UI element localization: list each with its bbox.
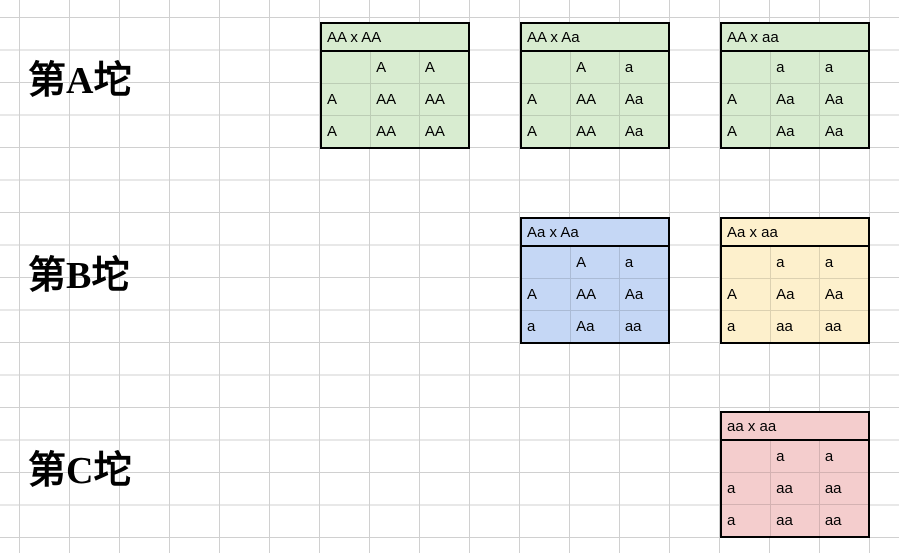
column-header-allele: A — [570, 51, 620, 83]
genotype-cell: Aa — [818, 82, 868, 115]
row-header-allele: A — [722, 114, 771, 147]
row-header-allele: A — [522, 114, 571, 147]
column-header-allele: a — [770, 246, 820, 278]
row-header-allele: a — [722, 309, 771, 342]
column-header-allele: a — [818, 51, 868, 83]
genotype-cell: Aa — [818, 277, 868, 310]
genotype-cell: AA — [570, 82, 620, 115]
punnett-title: aa x aa — [722, 413, 868, 441]
row-header-allele: A — [722, 82, 771, 115]
row-header-allele: A — [522, 277, 571, 310]
genotype-cell: AA — [570, 277, 620, 310]
row-label-2: 第B坨 — [28, 255, 130, 297]
row-header-allele: a — [522, 309, 571, 342]
genotype-cell: Aa — [618, 114, 668, 147]
genotype-cell: aa — [770, 471, 820, 504]
column-header-allele: a — [618, 51, 668, 83]
row-header-allele: a — [722, 503, 771, 536]
genotype-cell: Aa — [570, 309, 620, 342]
genotype-cell: AA — [418, 114, 468, 147]
column-header-allele: A — [418, 51, 468, 83]
genotype-cell: Aa — [618, 277, 668, 310]
row-label-1: 第A坨 — [28, 60, 132, 102]
row-header-allele: A — [522, 82, 571, 115]
punnett-title: AA x Aa — [522, 24, 668, 52]
genotype-cell: AA — [370, 82, 420, 115]
punnett-title: Aa x Aa — [522, 219, 668, 247]
genotype-cell: aa — [770, 309, 820, 342]
row-label-3: 第C坨 — [28, 450, 132, 492]
genotype-cell: AA — [418, 82, 468, 115]
column-header-allele: a — [818, 246, 868, 278]
genotype-cell: Aa — [770, 114, 820, 147]
row-header-allele: A — [322, 114, 371, 147]
genotype-cell: aa — [770, 503, 820, 536]
genotype-cell: AA — [370, 114, 420, 147]
corner-cell — [322, 51, 371, 83]
column-header-allele: a — [818, 440, 868, 472]
genotype-cell: Aa — [770, 277, 820, 310]
row-header-allele: A — [322, 82, 371, 115]
corner-cell — [722, 246, 771, 278]
corner-cell — [722, 440, 771, 472]
column-header-allele: a — [618, 246, 668, 278]
genotype-cell: Aa — [618, 82, 668, 115]
corner-cell — [522, 51, 571, 83]
corner-cell — [722, 51, 771, 83]
corner-cell — [522, 246, 571, 278]
row-header-allele: a — [722, 471, 771, 504]
genotype-cell: aa — [618, 309, 668, 342]
genotype-cell: aa — [818, 309, 868, 342]
genotype-cell: Aa — [818, 114, 868, 147]
column-header-allele: a — [770, 51, 820, 83]
genotype-cell: aa — [818, 503, 868, 536]
genotype-cell: AA — [570, 114, 620, 147]
genotype-cell: Aa — [770, 82, 820, 115]
column-header-allele: a — [770, 440, 820, 472]
punnett-title: AA x AA — [322, 24, 468, 52]
column-header-allele: A — [370, 51, 420, 83]
genotype-cell: aa — [818, 471, 868, 504]
punnett-title: Aa x aa — [722, 219, 868, 247]
column-header-allele: A — [570, 246, 620, 278]
row-header-allele: A — [722, 277, 771, 310]
punnett-title: AA x aa — [722, 24, 868, 52]
